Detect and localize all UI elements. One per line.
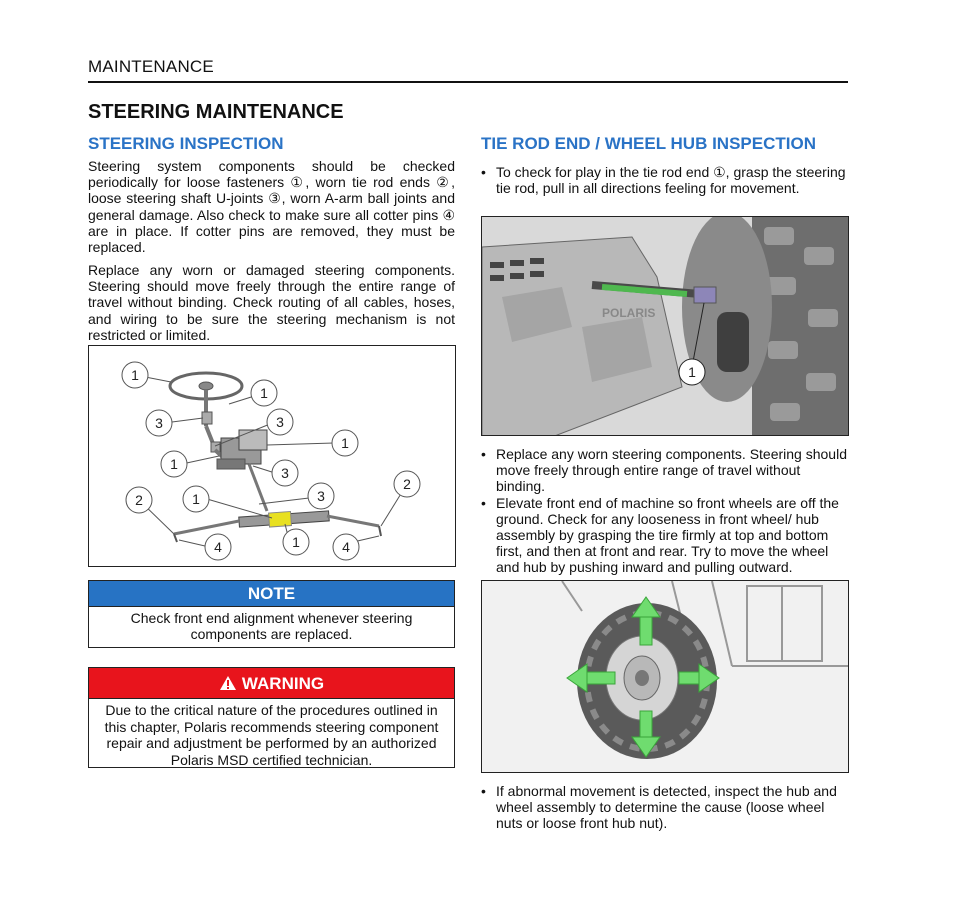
bullet-list-3: If abnormal movement is detected, inspec…: [481, 783, 851, 832]
bullet-list-2: Replace any worn steering components. St…: [481, 446, 851, 576]
bullet-elevate: Elevate front end of machine so front wh…: [481, 495, 851, 576]
photo-callout-1: 1: [688, 364, 696, 380]
warning-icon: [219, 676, 236, 690]
warning-header: WARNING: [89, 668, 454, 699]
steering-diagram: 1 1 3 3 1 1 3 2 1 3 2 4 1 4: [88, 345, 456, 567]
warning-box: WARNING Due to the critical nature of th…: [88, 667, 455, 768]
callout-10: 3: [317, 488, 325, 504]
note-title: NOTE: [89, 581, 454, 607]
callout-5: 1: [341, 435, 349, 451]
paragraph-inspection: Steering system components should be che…: [88, 158, 455, 256]
header-rule: [88, 81, 848, 83]
wheel-hub-photo: [481, 580, 849, 773]
callout-9: 1: [192, 491, 200, 507]
callout-3: 3: [155, 415, 163, 431]
section-header: MAINTENANCE: [88, 57, 214, 76]
tie-rod-heading: TIE ROD END / WHEEL HUB INSPECTION: [481, 134, 816, 153]
warning-title: WARNING: [241, 674, 325, 693]
bullet-tie-rod: To check for play in the tie rod end ①, …: [481, 164, 851, 196]
callout-2: 1: [260, 385, 268, 401]
bullet-replace: Replace any worn steering components. St…: [481, 446, 851, 495]
callout-11: 2: [135, 492, 143, 508]
callout-7: 3: [281, 465, 289, 481]
note-box: NOTE Check front end alignment whenever …: [88, 580, 455, 648]
steering-inspection-heading: STEERING INSPECTION: [88, 134, 284, 153]
callout-6: 1: [170, 456, 178, 472]
note-text: Check front end alignment whenever steer…: [130, 610, 413, 642]
callout-12: 4: [214, 539, 222, 555]
paragraph-replace: Replace any worn or damaged steering com…: [88, 262, 455, 343]
callout-1: 1: [131, 367, 139, 383]
polaris-logo-text: POLARIS: [602, 306, 655, 320]
warning-text: Due to the critical nature of the proced…: [104, 702, 439, 768]
callout-4: 3: [276, 414, 284, 430]
callout-14: 4: [342, 539, 350, 555]
bullet-list-1: To check for play in the tie rod end ①, …: [481, 164, 851, 196]
callout-13: 1: [292, 534, 300, 550]
tie-rod-photo: POLARIS 1: [481, 216, 849, 436]
bullet-abnormal: If abnormal movement is detected, inspec…: [481, 783, 851, 832]
page-title: STEERING MAINTENANCE: [88, 101, 344, 123]
callout-8: 2: [403, 476, 411, 492]
